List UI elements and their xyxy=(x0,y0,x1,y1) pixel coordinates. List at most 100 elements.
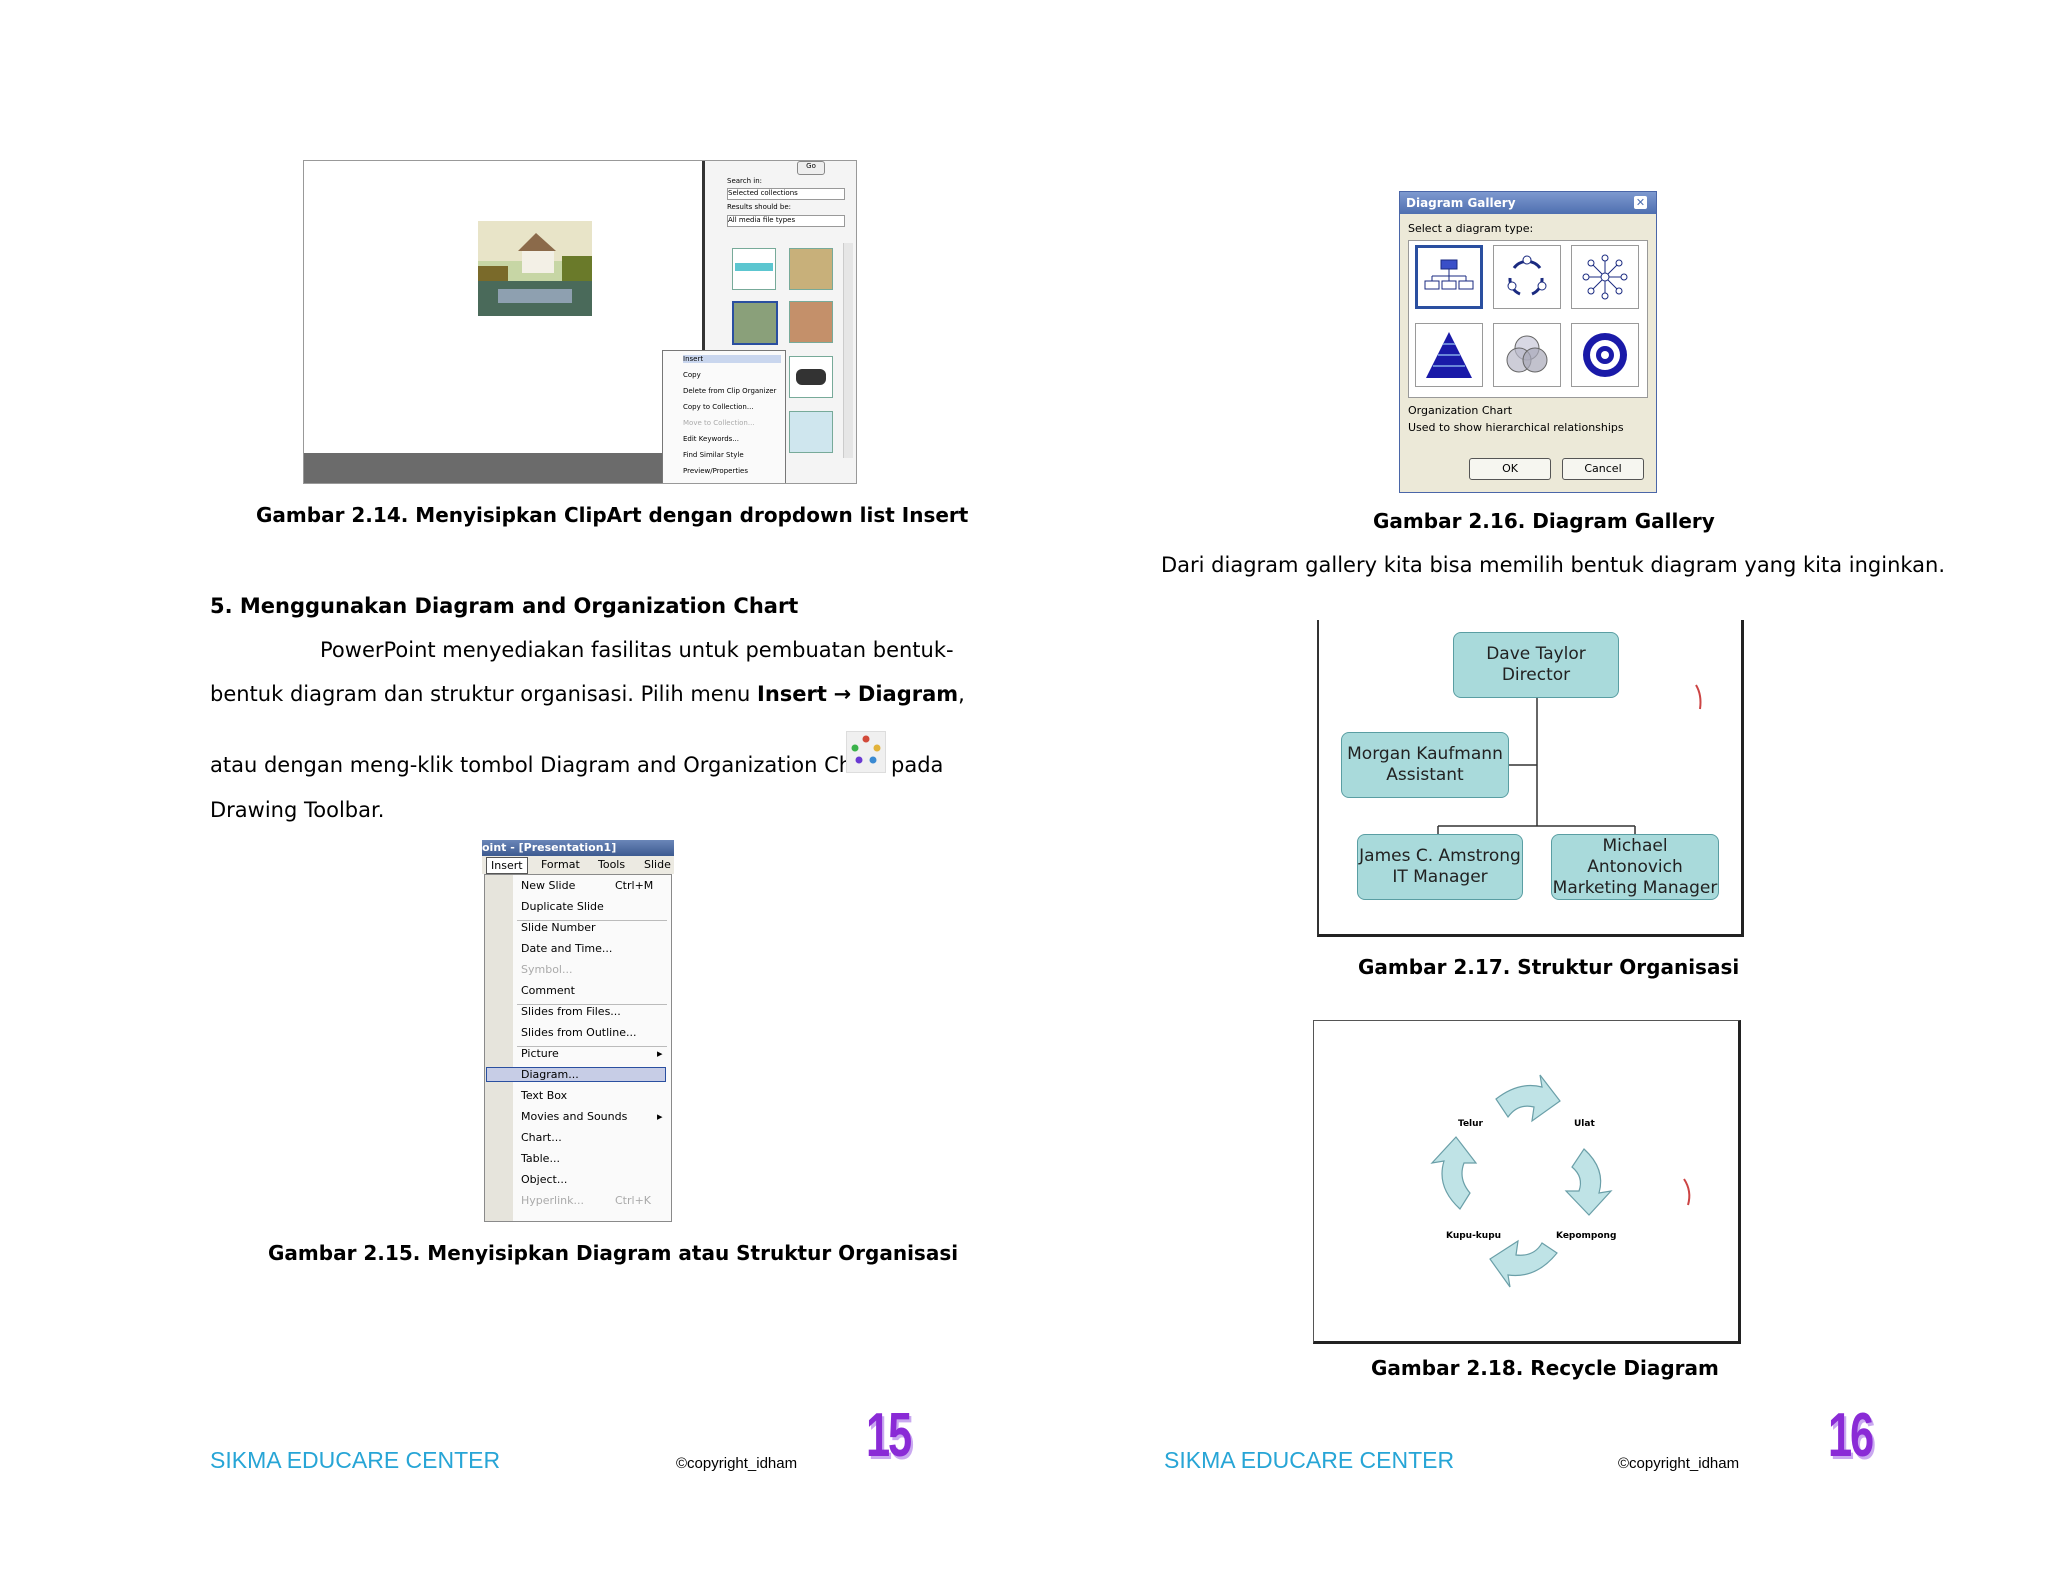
slide-bottom-bar xyxy=(304,453,724,483)
insert-menu-item[interactable]: Slides from Files... xyxy=(521,1005,663,1018)
org-box-director: Dave Taylor Director xyxy=(1453,632,1619,698)
venn-icon xyxy=(1506,335,1548,373)
org-chart-option[interactable] xyxy=(1415,245,1483,309)
menu-item-shortcut: Ctrl+M xyxy=(615,879,654,892)
cycle-label-telur: Telur xyxy=(1458,1119,1483,1129)
org-chart-figure: Dave Taylor Director Morgan Kaufmann Ass… xyxy=(1317,620,1744,937)
context-menu-item[interactable]: Move to Collection... xyxy=(683,419,755,427)
insert-menu-item[interactable]: Object... xyxy=(521,1173,663,1186)
menu-item-label: Slide Number xyxy=(521,921,596,934)
context-menu-item[interactable]: Delete from Clip Organizer xyxy=(683,387,777,395)
menu-slide[interactable]: Slide xyxy=(644,858,671,871)
menu-item-label: Comment xyxy=(521,984,575,997)
text-span: bentuk diagram dan struktur organisasi. … xyxy=(210,682,758,706)
it-manager-title: IT Manager xyxy=(1392,867,1488,887)
figure-caption-2-18: Gambar 2.18. Recycle Diagram xyxy=(1371,1356,1719,1380)
recycle-diagram-figure: Telur Ulat Kepompong Kupu-kupu xyxy=(1313,1020,1741,1344)
paragraph-line-3-end: pada xyxy=(891,753,944,777)
paragraph-line-4: Drawing Toolbar. xyxy=(210,798,385,822)
context-menu-item[interactable]: Copy to Collection... xyxy=(683,403,754,411)
figure-caption-2-17: Gambar 2.17. Struktur Organisasi xyxy=(1358,955,1740,979)
diagram-type-grid xyxy=(1408,240,1648,398)
menu-item-label: Movies and Sounds xyxy=(521,1110,628,1123)
diagram-gallery-dialog: Diagram Gallery ✕ Select a diagram type: xyxy=(1399,191,1657,493)
menu-item-label: Symbol... xyxy=(521,963,573,976)
figure-caption-2-14: Gambar 2.14. Menyisipkan ClipArt dengan … xyxy=(256,503,969,527)
menu-separator xyxy=(517,1046,667,1047)
insert-menu-item[interactable]: Table... xyxy=(521,1152,663,1165)
cursor-icon xyxy=(1683,1178,1691,1206)
menu-item-shortcut: Ctrl+K xyxy=(615,1194,652,1207)
figure-caption-2-15: Gambar 2.15. Menyisipkan Diagram atau St… xyxy=(268,1241,959,1265)
menu-format[interactable]: Format xyxy=(541,858,580,871)
clip-thumb[interactable] xyxy=(732,248,776,290)
context-menu-item[interactable]: Edit Keywords... xyxy=(683,435,739,443)
insert-menu-item[interactable]: Symbol... xyxy=(521,963,663,976)
context-menu-item[interactable]: Find Similar Style xyxy=(683,451,744,459)
insert-menu-item[interactable]: Date and Time... xyxy=(521,942,663,955)
org-box-marketing-manager: Michael Antonovich Marketing Manager xyxy=(1551,834,1719,900)
figure-caption-2-16: Gambar 2.16. Diagram Gallery xyxy=(1373,509,1715,533)
window-title-bar: oint - [Presentation1] xyxy=(482,840,674,856)
pane-scrollbar[interactable] xyxy=(843,243,853,458)
search-in-label: Search in: xyxy=(727,177,763,185)
context-menu-item[interactable]: Copy xyxy=(683,371,701,379)
search-in-dropdown[interactable]: Selected collections xyxy=(727,188,845,200)
org-box-assistant: Morgan Kaufmann Assistant xyxy=(1341,732,1509,798)
dialog-prompt: Select a diagram type: xyxy=(1408,222,1534,235)
insert-menu-item[interactable]: Slides from Outline... xyxy=(521,1026,663,1039)
footer-copyright: ©copyright_idham xyxy=(676,1455,798,1472)
cycle-arrow-right xyxy=(1564,1148,1613,1216)
context-menu-item[interactable]: Preview/Properties xyxy=(683,467,748,475)
menu-item-label: Date and Time... xyxy=(521,942,613,955)
cycle-icon xyxy=(1507,255,1547,296)
insert-menu-item[interactable]: Text Box xyxy=(521,1089,663,1102)
clip-thumb[interactable] xyxy=(789,248,833,290)
dialog-title: Diagram Gallery xyxy=(1406,196,1516,210)
diagram-description-text: Used to show hierarchical relationships xyxy=(1408,421,1624,434)
insert-menu-item[interactable]: Comment xyxy=(521,984,663,997)
menu-item-label: Hyperlink... xyxy=(521,1194,584,1207)
clip-thumb[interactable] xyxy=(789,356,833,398)
insert-menu-item[interactable]: Diagram... xyxy=(486,1067,666,1082)
context-menu-item[interactable]: Insert xyxy=(683,355,781,363)
menu-item-label: Text Box xyxy=(521,1089,568,1102)
marketing-manager-name: Michael Antonovich xyxy=(1587,835,1683,877)
marketing-manager-title: Marketing Manager xyxy=(1552,877,1718,898)
insert-menu-item[interactable]: Duplicate Slide xyxy=(521,900,663,913)
insert-menu-item[interactable]: Slide Number xyxy=(521,921,663,934)
cycle-label-kepompong: Kepompong xyxy=(1556,1231,1617,1241)
insert-menu-item[interactable]: Movies and Sounds▸ xyxy=(521,1110,663,1123)
menu-insert[interactable]: Insert xyxy=(486,857,528,874)
org-box-it-manager: James C. Amstrong IT Manager xyxy=(1357,834,1523,900)
clip-thumb[interactable] xyxy=(789,411,833,453)
menu-item-label: Duplicate Slide xyxy=(521,900,604,913)
go-button[interactable]: Go xyxy=(797,161,825,175)
cycle-arrows xyxy=(1430,1074,1691,1288)
cycle-arrow-bottom xyxy=(1489,1239,1558,1288)
insert-menu-item[interactable]: Hyperlink... Ctrl+K xyxy=(521,1194,663,1207)
close-icon[interactable]: ✕ xyxy=(1634,196,1647,209)
insert-menu-item[interactable]: Chart... xyxy=(521,1131,663,1144)
menu-item-label: Diagram... xyxy=(521,1068,579,1081)
pyramid-diagram-option[interactable] xyxy=(1415,323,1483,387)
menu-separator xyxy=(517,1004,667,1005)
venn-diagram-option[interactable] xyxy=(1493,323,1561,387)
menu-tools[interactable]: Tools xyxy=(598,858,626,871)
insert-menu-item[interactable]: Picture▸ xyxy=(521,1047,663,1060)
cancel-button[interactable]: Cancel xyxy=(1562,458,1644,480)
menu-ref-diagram: Diagram xyxy=(857,682,959,706)
radial-diagram-option[interactable] xyxy=(1571,245,1639,309)
results-dropdown[interactable]: All media file types xyxy=(727,215,845,227)
cycle-diagram-option[interactable] xyxy=(1493,245,1561,309)
cursor-icon xyxy=(1695,684,1702,710)
paragraph-line-1: PowerPoint menyediakan fasilitas untuk p… xyxy=(320,638,954,662)
gallery-description: Dari diagram gallery kita bisa memilih b… xyxy=(1161,553,1946,577)
target-diagram-option[interactable] xyxy=(1571,323,1639,387)
menu-icon-strip xyxy=(485,875,513,1221)
clip-thumb-selected[interactable] xyxy=(732,301,778,345)
ok-button[interactable]: OK xyxy=(1469,458,1551,480)
clip-thumb[interactable] xyxy=(789,301,833,343)
menu-item-label: Slides from Files... xyxy=(521,1005,621,1018)
